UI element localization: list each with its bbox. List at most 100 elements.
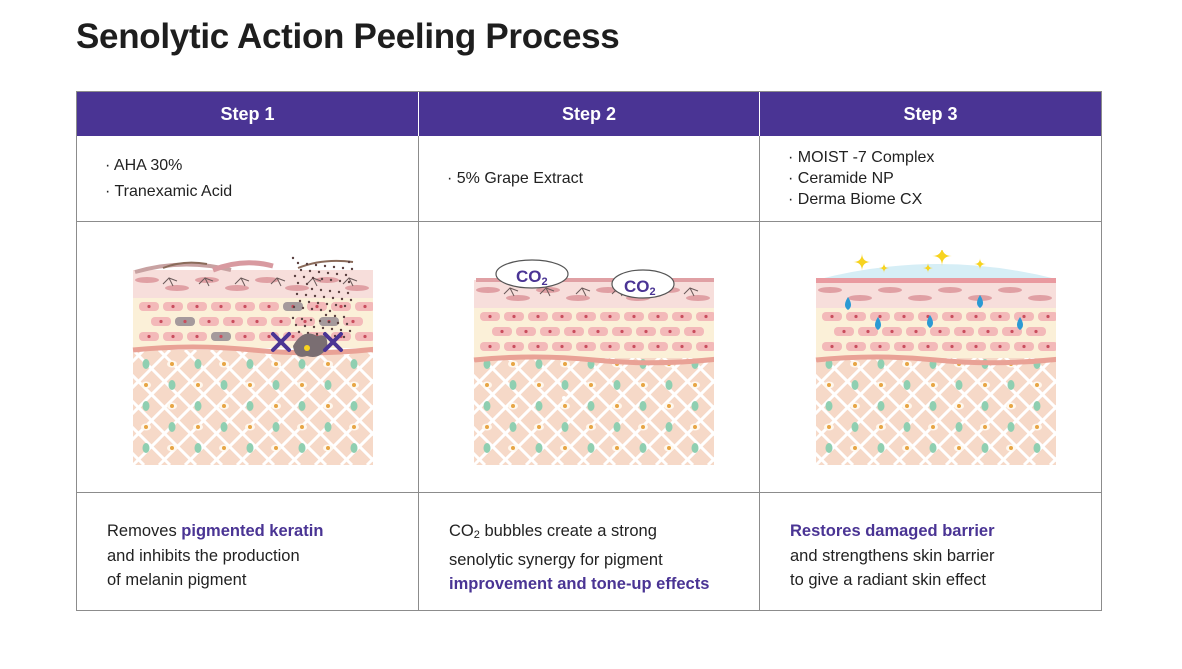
flat-cell [907, 294, 932, 301]
keratinocyte-dot [997, 314, 1002, 318]
green-node [929, 400, 936, 411]
keratinocyte-dot [242, 304, 247, 308]
green-node [639, 400, 647, 411]
green-node [929, 442, 936, 453]
particle [337, 290, 340, 293]
green-node [509, 379, 517, 390]
basal-line [815, 354, 1056, 365]
lattice-line [996, 404, 1056, 465]
green-node [483, 358, 491, 369]
particle [324, 313, 327, 316]
cell-dot [351, 424, 356, 429]
particle [336, 321, 339, 324]
green-node [955, 379, 962, 390]
cell-dot [667, 403, 671, 408]
cell-dot [904, 403, 909, 408]
green-node [272, 379, 279, 390]
keratinocyte-dot [170, 334, 175, 338]
melanin-cluster [292, 333, 327, 357]
green-node [665, 421, 673, 432]
particle [348, 329, 351, 332]
flat-cell [847, 294, 872, 301]
green-node [903, 421, 910, 432]
barrier-line [815, 277, 1056, 283]
particle [316, 301, 319, 304]
particle [296, 281, 299, 284]
bubble-cloud [611, 268, 675, 299]
crack [342, 276, 357, 286]
cell-dot [143, 382, 148, 387]
crack [503, 286, 519, 296]
cell-dot [667, 445, 671, 450]
cell-dot [956, 403, 961, 408]
green-node [561, 421, 569, 432]
cell-dot [221, 403, 226, 408]
step-3-ingredients: MOIST -7 Complex Ceramide NP Derma Biome… [760, 136, 1101, 222]
keratinocyte-dot [242, 334, 247, 338]
co2-label: CO2 [624, 277, 656, 298]
particle [345, 322, 348, 325]
cell-dot [273, 445, 278, 450]
particle [312, 325, 315, 328]
keratinocyte-dot [1021, 314, 1026, 318]
lattice-line [680, 348, 714, 384]
keratinocyte-dot [584, 344, 588, 348]
desc-subscript: 2 [473, 529, 480, 541]
cell-dot [693, 382, 697, 387]
keratinocyte-dot [925, 344, 930, 348]
cell-dot [956, 445, 961, 450]
green-node [272, 421, 279, 432]
particle [329, 278, 332, 281]
particle [326, 271, 329, 274]
flat-cell [686, 294, 710, 301]
keratinocyte-dot [973, 344, 978, 348]
stratum-corneum [815, 279, 1056, 308]
keratinocyte-dot [877, 314, 882, 318]
cell-dot [537, 382, 541, 387]
particle [310, 307, 313, 310]
sparkle-icon [922, 262, 933, 273]
green-node [877, 358, 884, 369]
cell-dot [563, 361, 567, 366]
cell-dot [852, 361, 857, 366]
step-1-description: Removes pigmented keratin and inhibits t… [77, 493, 419, 610]
epidermis-layer [132, 269, 373, 355]
particle [335, 272, 338, 275]
step-3-illustration-cell [760, 222, 1101, 493]
keratinocyte-dot [266, 304, 271, 308]
bubble-dot [554, 404, 558, 407]
crack [162, 276, 177, 286]
particle [310, 287, 313, 290]
green-node [220, 379, 227, 390]
green-node [691, 400, 699, 411]
particle [308, 269, 311, 272]
keratinocyte-dot [997, 344, 1002, 348]
green-node [903, 379, 910, 390]
keratinocyte-dot [668, 329, 672, 333]
green-node [1033, 400, 1040, 411]
particle [341, 266, 344, 269]
green-node [825, 400, 832, 411]
lattice-line [654, 404, 714, 465]
keratinocyte-dot [913, 329, 918, 333]
particle [330, 327, 333, 330]
green-node [825, 442, 832, 453]
green-node [350, 358, 357, 369]
co2-bubble: CO2 [495, 258, 569, 289]
flat-cell [817, 286, 842, 293]
basal-line [473, 354, 714, 365]
particle [291, 316, 294, 319]
keratinocyte-dot [290, 334, 295, 338]
step-2-ingredients: 5% Grape Extract [419, 136, 760, 222]
desc-text: bubbles create a strong [479, 522, 657, 540]
keratinocyte-dot [853, 314, 858, 318]
cell-dot [299, 424, 304, 429]
keratinocyte-dot [170, 304, 175, 308]
cell-dot [511, 361, 515, 366]
green-node [298, 400, 305, 411]
green-node [851, 421, 858, 432]
particle [294, 323, 297, 326]
green-node [324, 379, 331, 390]
page-title: Senolytic Action Peeling Process [76, 17, 620, 56]
dermis-lattice [122, 348, 373, 465]
